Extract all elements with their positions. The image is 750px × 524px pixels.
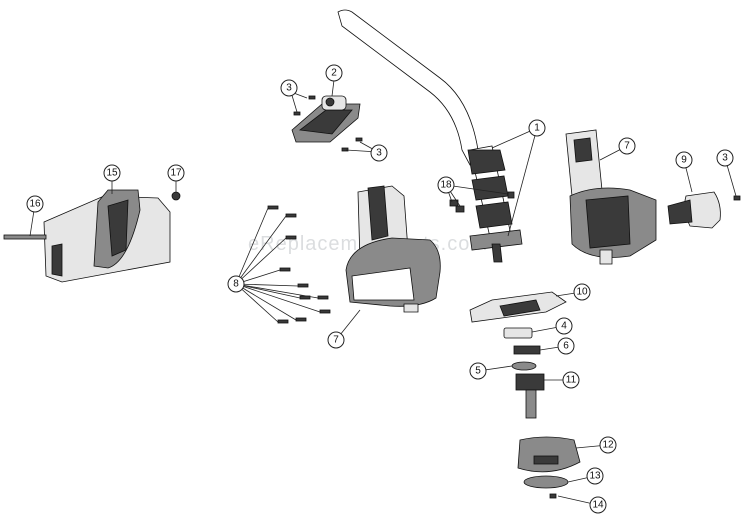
svg-text:2: 2 xyxy=(331,68,337,79)
callout-10: 10 xyxy=(573,283,591,301)
part-housing-screws xyxy=(267,205,331,324)
svg-text:6: 6 xyxy=(563,341,569,352)
svg-text:7: 7 xyxy=(624,141,630,152)
svg-text:10: 10 xyxy=(576,287,588,298)
part-spool-housing xyxy=(517,436,581,473)
part-bearing xyxy=(513,345,541,355)
callout-18: 18 xyxy=(437,176,455,194)
callout-5: 5 xyxy=(469,362,487,380)
callout-3c: 3 xyxy=(716,149,734,167)
svg-text:17: 17 xyxy=(170,168,182,179)
part-spool-cap xyxy=(523,475,569,489)
part-edge-guard xyxy=(43,189,171,283)
part-pin xyxy=(3,234,47,240)
part-shaft xyxy=(337,9,523,263)
part-screws-3 xyxy=(293,95,741,201)
part-spindle xyxy=(515,373,545,419)
callout-16: 16 xyxy=(26,195,44,213)
svg-text:13: 13 xyxy=(589,471,601,482)
part-cap-screw xyxy=(549,493,557,499)
svg-text:8: 8 xyxy=(233,279,239,290)
part-motor-housing-right xyxy=(565,129,657,265)
part-shaft-screws xyxy=(449,191,515,213)
callout-1: 1 xyxy=(528,119,546,137)
svg-text:1: 1 xyxy=(534,123,540,134)
svg-text:3: 3 xyxy=(286,83,292,94)
svg-text:5: 5 xyxy=(475,366,481,377)
callout-3a: 3 xyxy=(280,79,298,97)
part-motor-housing-left xyxy=(345,185,441,313)
callout-2: 2 xyxy=(325,64,343,82)
callout-17: 17 xyxy=(167,164,185,182)
part-guard xyxy=(469,291,567,323)
svg-text:12: 12 xyxy=(602,440,614,451)
svg-text:16: 16 xyxy=(29,199,41,210)
svg-text:18: 18 xyxy=(440,180,452,191)
part-nut xyxy=(171,191,181,201)
svg-text:11: 11 xyxy=(566,375,577,386)
callout-12: 12 xyxy=(599,436,617,454)
callout-7-right: 7 xyxy=(618,137,636,155)
svg-text:7: 7 xyxy=(333,335,339,346)
callout-3b: 3 xyxy=(370,144,388,162)
svg-text:3: 3 xyxy=(376,148,382,159)
svg-text:14: 14 xyxy=(592,500,604,511)
part-washer xyxy=(511,361,537,371)
callout-14: 14 xyxy=(589,496,607,514)
callout-13: 13 xyxy=(586,467,604,485)
callout-15: 15 xyxy=(103,164,121,182)
callout-7-left: 7 xyxy=(327,331,345,349)
callout-9: 9 xyxy=(675,151,693,169)
callout-8: 8 xyxy=(227,275,245,293)
part-handle-knob xyxy=(667,191,721,229)
callout-6: 6 xyxy=(557,337,575,355)
callout-4: 4 xyxy=(555,317,573,335)
svg-text:15: 15 xyxy=(106,168,118,179)
part-switch xyxy=(291,95,361,143)
svg-text:4: 4 xyxy=(561,321,567,332)
svg-text:9: 9 xyxy=(681,155,687,166)
svg-text:3: 3 xyxy=(722,153,728,164)
part-ring xyxy=(503,327,533,339)
callout-11: 11 xyxy=(562,371,580,389)
